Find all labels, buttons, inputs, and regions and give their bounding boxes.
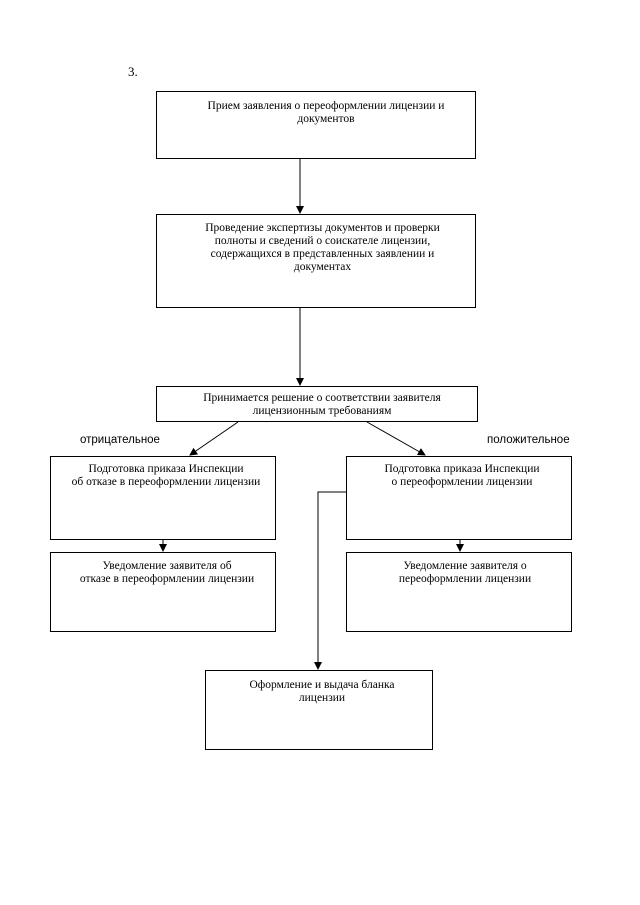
box-reissue-order — [346, 456, 572, 540]
box-refusal-notice-text: Уведомление заявителя об отказе в переоф… — [79, 560, 255, 585]
box-issue-form — [205, 670, 433, 750]
box-refusal-order-text: Подготовка приказа Инспекции об отказе в… — [71, 463, 261, 488]
box-decision-text: Принимается решение о соответствии заяви… — [203, 392, 441, 417]
arrow-reissue-order-to-issue-form — [314, 491, 346, 670]
box-reissue-notice-text: Уведомление заявителя о переоформлении л… — [398, 560, 532, 585]
box-refusal-order — [50, 456, 276, 540]
box-reissue-order-text: Подготовка приказа Инспекции о переоформ… — [384, 463, 540, 488]
arrow-decision-to-refusal-order — [189, 421, 239, 456]
figure-number: 3. — [128, 64, 138, 79]
box-examination-text: Проведение экспертизы документов и прове… — [205, 222, 440, 273]
box-reissue-notice — [346, 552, 572, 632]
arrow-decision-to-reissue-order — [366, 421, 426, 456]
box-receive-application-text: Прием заявления о переоформлении лицензи… — [207, 100, 445, 125]
branch-label-negative: отрицательное — [80, 434, 160, 446]
box-receive-application — [156, 91, 476, 159]
box-examination — [156, 214, 476, 308]
box-decision — [156, 386, 478, 422]
branch-label-positive: положительное — [487, 434, 570, 446]
box-issue-form-text: Оформление и выдача бланка лицензии — [249, 679, 395, 704]
box-refusal-notice — [50, 552, 276, 632]
